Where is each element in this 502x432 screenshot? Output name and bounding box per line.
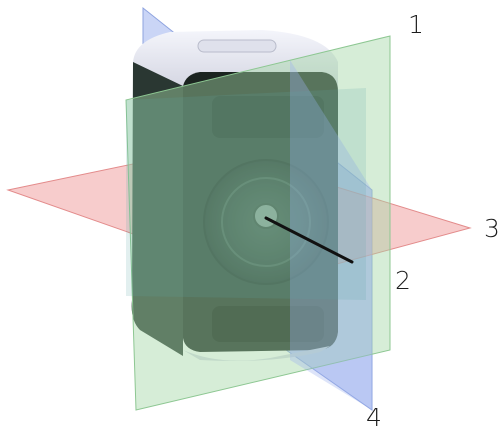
speaker-woofer-ring	[221, 177, 311, 267]
label-1: 1	[408, 10, 424, 39]
speaker-port-top	[212, 96, 324, 138]
speaker-handle	[197, 39, 277, 53]
speaker-port-bottom	[212, 306, 324, 342]
label-2: 2	[395, 266, 411, 295]
speaker-bottom	[183, 346, 330, 361]
label-4: 4	[366, 403, 382, 432]
speaker-cabinet	[131, 30, 338, 361]
vertical-plane-front-overlay	[290, 60, 372, 410]
label-3: 3	[484, 214, 500, 243]
on-axis-rod	[264, 216, 354, 264]
cross-plane-overlay	[126, 88, 366, 300]
speaker-side	[131, 62, 183, 356]
vertical-plane-side-to-side	[125, 35, 391, 411]
